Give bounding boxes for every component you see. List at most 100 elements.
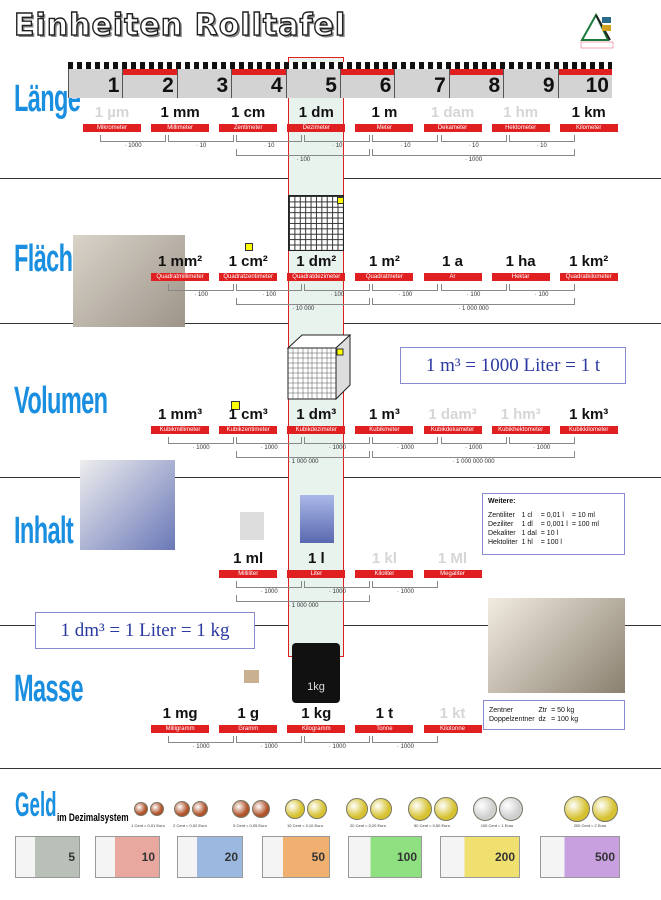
unit-name-label: Kilometer (559, 124, 618, 132)
conversion-bracket (236, 736, 303, 743)
conversion-factor: · 100 (534, 292, 549, 298)
conversion-bracket (372, 581, 439, 588)
conversion-factor: · 1000 (465, 445, 483, 451)
weitere-cell: 1 dl (521, 521, 533, 528)
unit-name-label: Dekameter (423, 124, 482, 132)
banknote: 50 (262, 836, 330, 878)
unit-symbol: 1 km³ (569, 406, 609, 423)
unit-name-label: Milliliter (219, 570, 278, 578)
section-label-inhalt: Inhalt (14, 510, 74, 552)
conversion-bracket (236, 284, 303, 291)
zentner-cell: dz (538, 716, 546, 723)
weitere-cell: = 100 ml (571, 521, 599, 528)
kg-weight-icon: 1kg (292, 643, 340, 703)
weitere-cell: = 10 l (540, 530, 559, 537)
weitere-cell (572, 538, 603, 547)
unit-symbol: 1 m³ (368, 406, 400, 423)
conversion-bracket (508, 284, 575, 291)
conversion-bracket (304, 135, 371, 142)
weitere-cell: = 0,001 l (540, 521, 568, 528)
zentner-cell: Ztr (538, 707, 548, 714)
unit-name-label: Gramm (219, 725, 278, 733)
coin-icon (499, 797, 523, 821)
weitere-cell: 1 cl (521, 512, 533, 519)
unit-name-label: Liter (287, 570, 346, 578)
ruler-number: 7 (434, 74, 446, 97)
unit-name-label: Zentimeter (219, 124, 278, 132)
page-title: Einheiten Rolltafel (13, 7, 347, 43)
kg-weight-label: 1kg (307, 681, 325, 693)
unit-name-label: Kubikdekameter (423, 426, 482, 434)
logo-icon (580, 12, 614, 49)
unit-symbol: 1 ha (505, 253, 536, 270)
unit-symbol: 1 t (375, 705, 394, 722)
ruler-segment: 10 (557, 69, 613, 98)
conversion-bracket (304, 736, 371, 743)
unit-name-label: Kiloliter (355, 570, 414, 578)
zentner-cell: Zentner (489, 707, 514, 714)
ruler-number: 8 (488, 74, 501, 97)
unit-name-label: Hektar (491, 273, 550, 281)
unit-symbol: 1 kl (371, 550, 397, 567)
conversion-factor: · 10 (400, 143, 411, 149)
ruler-number: 2 (162, 74, 174, 97)
coin-caption: 50 Cent = 0,50 Euro (414, 823, 450, 828)
conversion-bracket (304, 437, 371, 444)
photo-sugar-cubes (80, 460, 175, 550)
ruler-number: 10 (585, 74, 609, 97)
unit-symbol: 1 dm³ (296, 406, 337, 423)
unit-symbol: 1 dm (298, 104, 334, 121)
banknote: 5 (15, 836, 80, 878)
conversion-factor: · 1 000 000 (458, 306, 489, 312)
ruler-segment: 4 (231, 69, 286, 98)
unit-name-label: Kubikmeter (355, 426, 414, 434)
conversion-factor: · 1000 (124, 143, 142, 149)
geld-sublabel: im Dezimalsystem (57, 812, 129, 824)
unit-symbol: 1 a (442, 253, 463, 270)
coin-caption: 2 Cent = 0,02 Euro (173, 823, 207, 828)
coin-caption: 20 Cent = 0,20 Euro (350, 823, 386, 828)
cm2-square-icon (337, 197, 344, 204)
weitere-cell: 1 hl (521, 539, 533, 546)
banknote: 500 (540, 836, 620, 878)
unit-name-label: Kubikhektometer (491, 426, 550, 434)
ruler-segment: 3 (176, 69, 232, 98)
ruler-segment: 7 (394, 69, 449, 98)
weitere-cell: = 10 ml (571, 512, 595, 519)
unit-symbol: 1 hm (503, 104, 539, 121)
unit-symbol: 1 dam (430, 104, 475, 121)
ruler-segment: 1 (68, 69, 123, 98)
unit-symbol: 1 mm³ (158, 406, 203, 423)
conversion-bracket (440, 284, 507, 291)
conversion-bracket (236, 451, 371, 458)
unit-symbol: 1 kt (439, 705, 466, 722)
conversion-bracket (508, 437, 575, 444)
conversion-bracket (372, 284, 439, 291)
coin-caption: 5 Cent = 0,05 Euro (233, 823, 267, 828)
conversion-bracket (372, 736, 439, 743)
conversion-bracket (168, 284, 235, 291)
photo-square-meter-frame (73, 235, 185, 327)
conversion-bracket (440, 437, 507, 444)
unit-symbol: 1 cm² (228, 253, 268, 270)
ruler-number: 4 (270, 74, 283, 97)
conversion-factor: · 100 (194, 292, 208, 298)
unit-symbol: 1 cm (231, 104, 266, 121)
unit-symbol: 1 l (307, 550, 325, 567)
conversion-bracket (236, 437, 303, 444)
banknote: 200 (440, 836, 520, 878)
unit-name-label: Milligramm (151, 725, 210, 733)
photo-milliliter-glass (240, 512, 264, 540)
conversion-bracket (236, 149, 371, 156)
conversion-factor: · 100 (262, 292, 277, 298)
ruler-checker-strip (68, 62, 612, 69)
conversion-factor: · 1000 (260, 445, 278, 451)
photo-balance-scale (488, 598, 625, 693)
unit-symbol: 1 mm (160, 104, 200, 121)
conversion-factor: · 1 000 000 000 (452, 459, 495, 465)
coin-icon (192, 801, 208, 817)
unit-name-label: Quadratdezimeter (287, 273, 346, 281)
